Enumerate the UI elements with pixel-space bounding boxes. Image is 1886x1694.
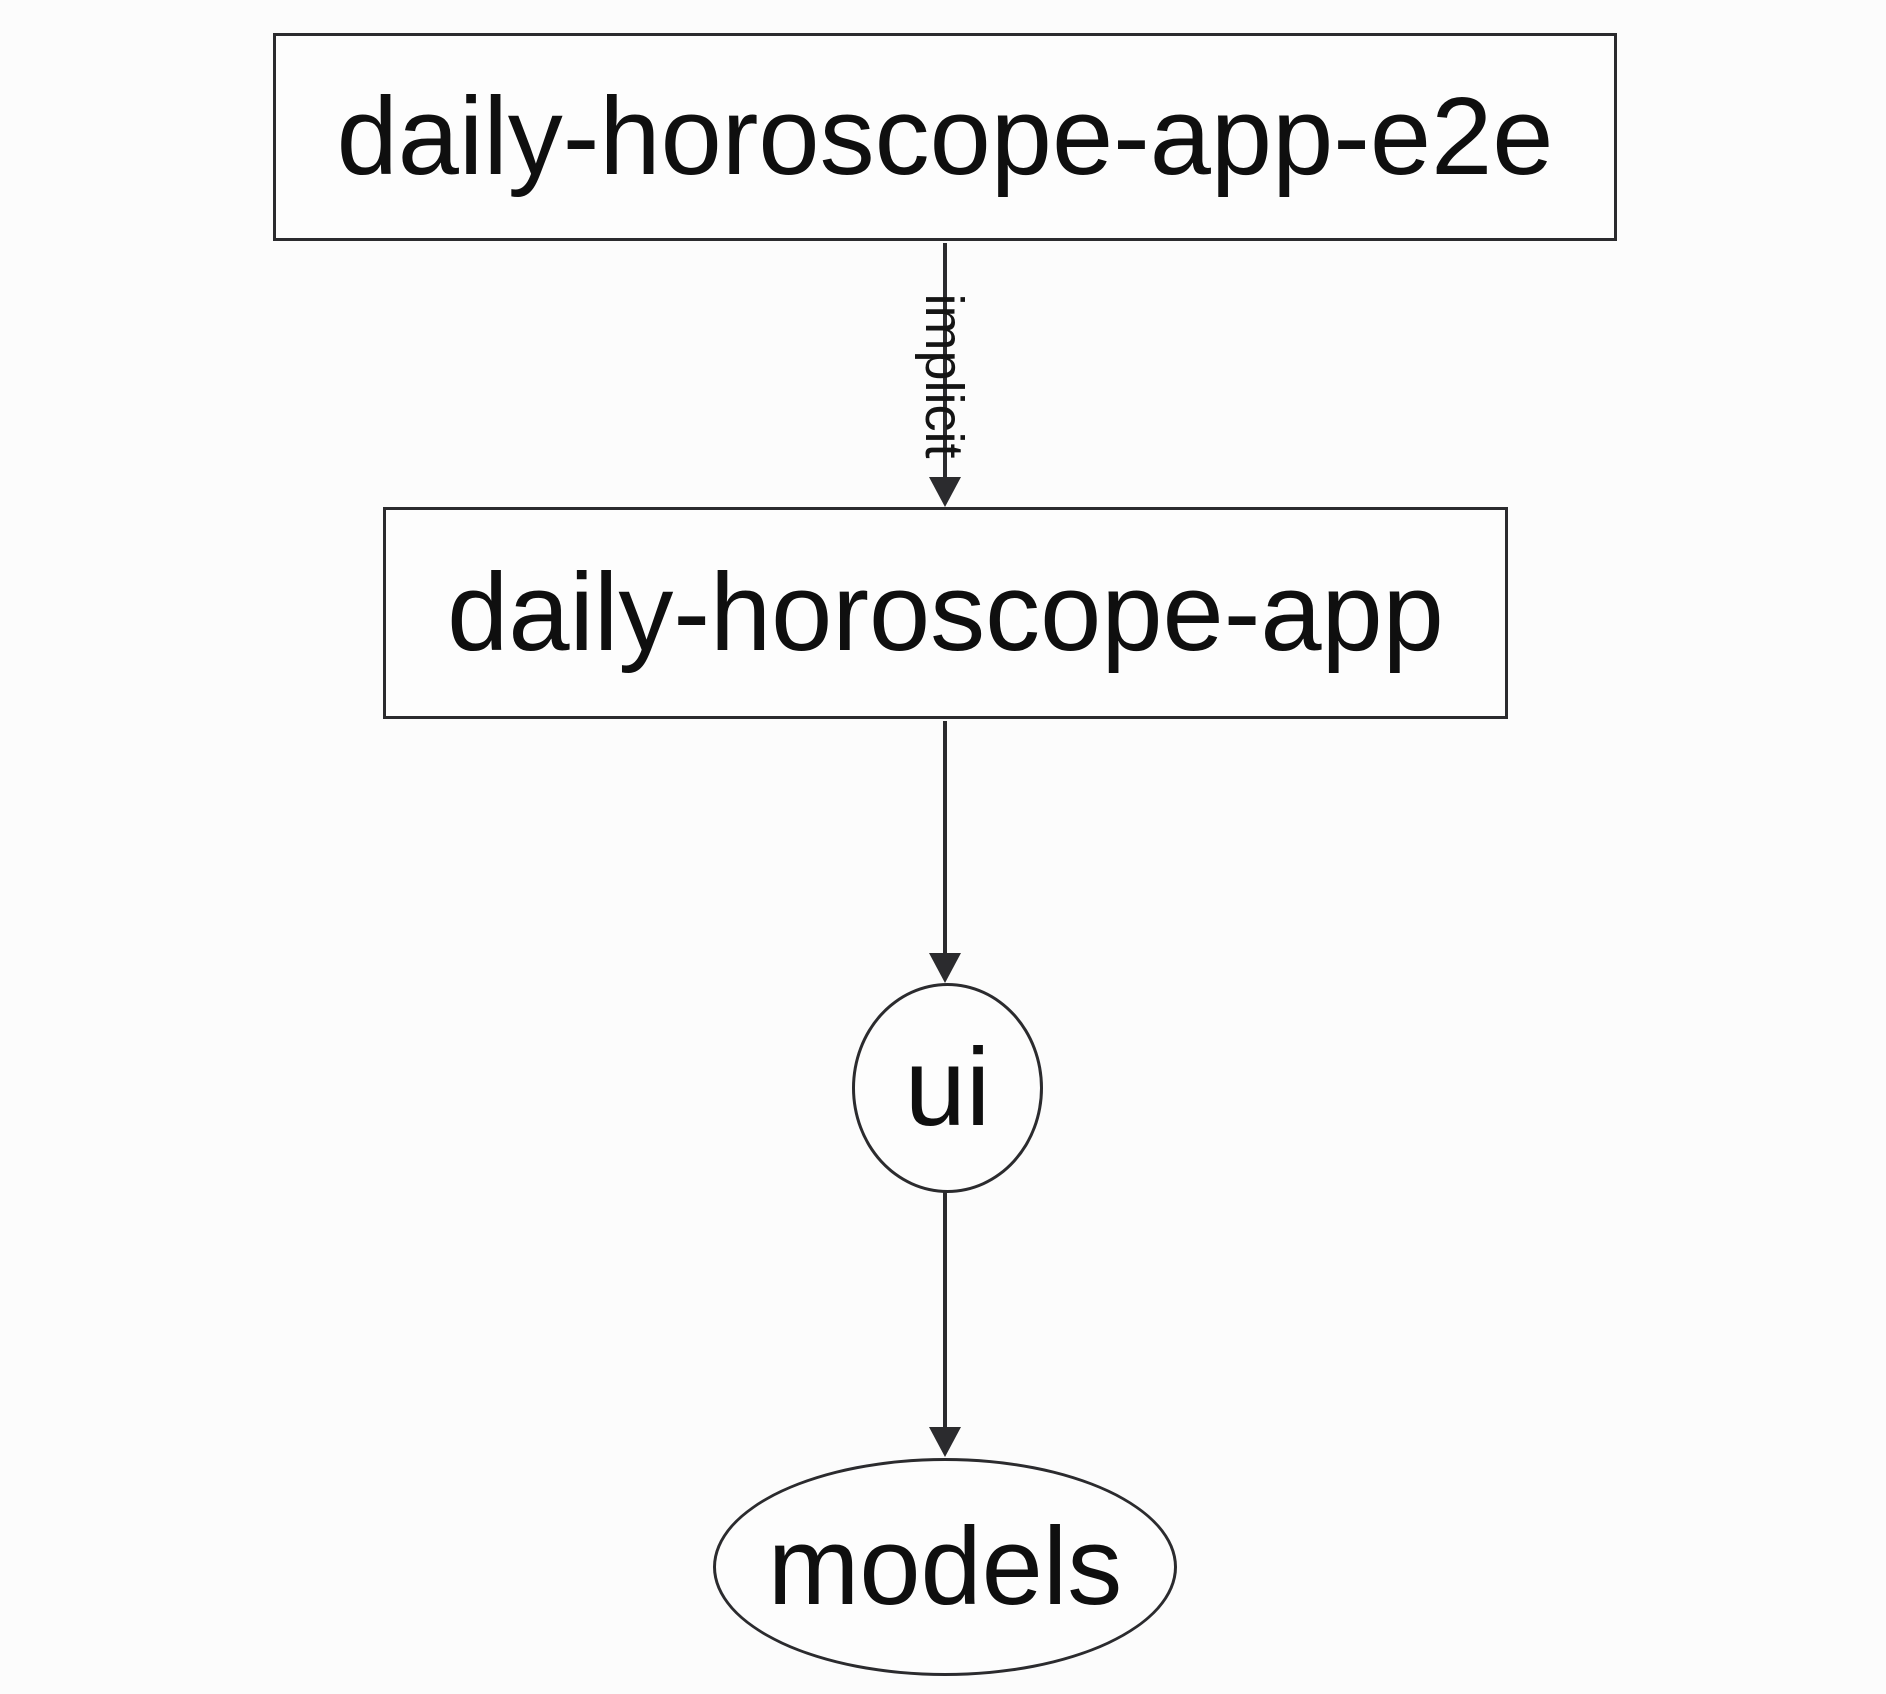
edge-app-to-ui-line — [943, 721, 947, 955]
node-label: ui — [904, 1026, 991, 1149]
edge-ui-to-models-line — [943, 1192, 947, 1430]
node-label: daily-horoscope-app-e2e — [336, 75, 1554, 198]
node-daily-horoscope-app[interactable]: daily-horoscope-app — [383, 507, 1508, 719]
node-ui[interactable]: ui — [852, 983, 1043, 1193]
edge-e2e-to-app-line — [943, 243, 947, 479]
node-models[interactable]: models — [713, 1458, 1177, 1676]
edge-label-implicit: implicit — [914, 293, 974, 459]
node-label: models — [767, 1505, 1123, 1628]
arrowhead-down-icon — [929, 1427, 961, 1457]
arrowhead-down-icon — [929, 953, 961, 983]
node-label: daily-horoscope-app — [447, 551, 1444, 674]
node-daily-horoscope-app-e2e[interactable]: daily-horoscope-app-e2e — [273, 33, 1617, 241]
arrowhead-down-icon — [929, 477, 961, 507]
